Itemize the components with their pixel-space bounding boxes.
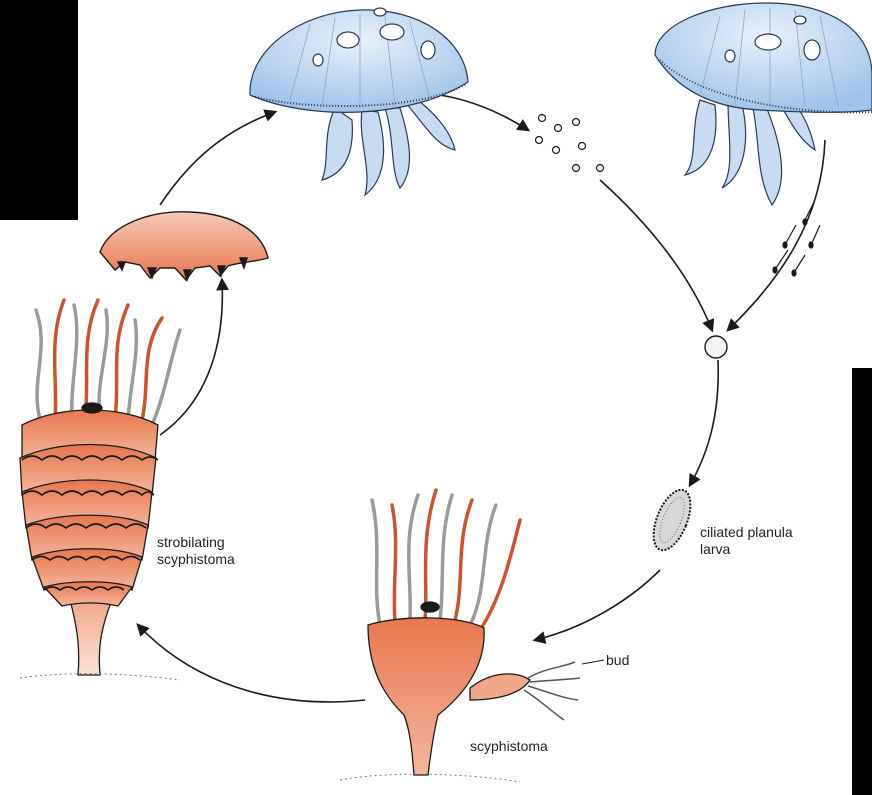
medusa-right-oral-arms xyxy=(685,100,815,205)
medusa-left-bell xyxy=(250,10,468,112)
arrow-eggs-to-zygote xyxy=(600,180,712,330)
arrow-zygote-to-planula xyxy=(690,360,718,485)
label-planula-line2: larva xyxy=(700,541,793,558)
scyphistoma-body xyxy=(368,618,484,775)
sperm xyxy=(773,200,820,276)
strobilating-scyphistoma xyxy=(20,300,180,680)
label-scyphistoma: scyphistoma xyxy=(470,738,548,755)
arrow-planula-to-scyphistoma xyxy=(535,570,660,640)
strobila-tentacles xyxy=(36,300,180,425)
eggs xyxy=(536,115,604,172)
label-strobilating-line1: strobilating xyxy=(157,534,235,551)
medusa-right-bell xyxy=(655,3,872,112)
arrow-scyphistoma-to-strobila xyxy=(138,625,365,702)
medusa-left-oral-arms xyxy=(322,100,455,195)
scyphistoma-tentacles xyxy=(372,490,520,630)
label-bud: bud xyxy=(606,652,629,669)
bud-pointer-line xyxy=(582,660,604,664)
strobila-discs xyxy=(20,410,158,606)
adult-medusa-left xyxy=(250,8,468,195)
bud xyxy=(470,662,580,720)
strobila-stalk xyxy=(70,600,112,675)
cycle-arrows xyxy=(138,95,825,702)
zygote xyxy=(705,336,727,358)
label-planula-line1: ciliated planula xyxy=(700,524,793,541)
strobila-mouth xyxy=(82,403,102,413)
scyphistoma-substrate xyxy=(340,774,520,782)
arrow-medusa-to-eggs xyxy=(440,95,528,130)
ephyra xyxy=(100,212,268,280)
scyphistoma-mouth xyxy=(421,602,439,612)
label-strobilating-line2: scyphistoma xyxy=(157,551,235,568)
label-ciliated-planula-larva: ciliated planula larva xyxy=(700,524,793,558)
arrow-ephyra-to-medusa xyxy=(160,112,275,205)
adult-medusa-right xyxy=(655,3,872,205)
label-strobilating-scyphistoma: strobilating scyphistoma xyxy=(157,534,235,568)
arrow-strobila-to-ephyra xyxy=(160,280,222,435)
planula-larva xyxy=(646,485,698,556)
